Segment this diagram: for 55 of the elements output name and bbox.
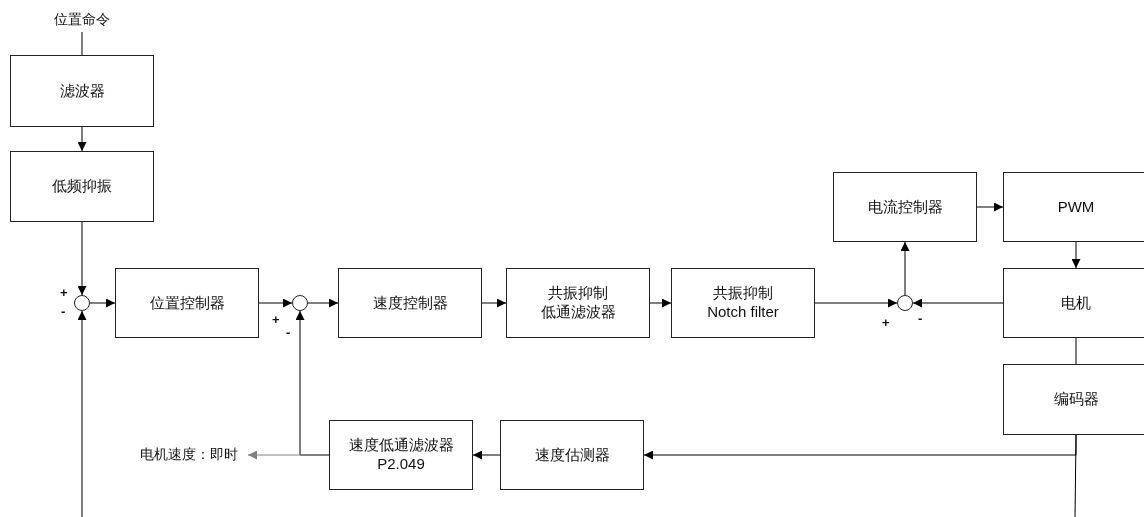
- box-label: 电机: [1061, 293, 1091, 313]
- sign-label: +: [882, 316, 890, 329]
- block-box: [10, 55, 154, 127]
- arrow: [307, 298, 339, 308]
- summing-junction: [292, 295, 308, 311]
- box-label: 共振抑制: [713, 284, 773, 303]
- signal-label: 位置命令: [54, 11, 110, 29]
- block-box: [506, 268, 650, 338]
- box-label: 速度估测器: [534, 445, 610, 465]
- block-box: [338, 268, 482, 338]
- signal-label: 电机速度：即时: [140, 446, 238, 464]
- summing-junction: [897, 295, 913, 311]
- block-box: [115, 268, 259, 338]
- block-box: [500, 420, 644, 490]
- box-label: Notch filter: [707, 303, 779, 322]
- sign-label: +: [60, 286, 68, 299]
- block-box: [1003, 172, 1144, 242]
- box-label: 速度低通滤波器: [348, 436, 454, 455]
- box-label: P2.049: [377, 455, 425, 474]
- arrow: [1071, 241, 1081, 269]
- box-label: 位置控制器: [149, 293, 225, 313]
- block-box: [329, 420, 473, 490]
- arrow: [258, 298, 293, 308]
- box-label: 共振抑制: [548, 284, 608, 303]
- arrow: [89, 298, 116, 308]
- box-label: 编码器: [1053, 390, 1099, 409]
- block-box: [10, 151, 154, 222]
- arrow: [472, 450, 501, 460]
- block-box: [833, 172, 977, 242]
- box-label: 速度控制器: [372, 293, 448, 313]
- box-label: 低通滤波器: [540, 303, 616, 322]
- connector-line: [1074, 434, 1077, 517]
- block-box: [1003, 364, 1144, 435]
- box-label: PWM: [1057, 197, 1095, 217]
- summing-junction: [74, 295, 90, 311]
- sign-label: -: [918, 312, 923, 325]
- arrow: [649, 298, 672, 308]
- arrow: [912, 298, 1004, 308]
- box-label: 滤波器: [59, 81, 105, 101]
- block-box: [1003, 268, 1144, 338]
- arrow: [77, 310, 87, 517]
- box-label: 低频抑振: [52, 177, 112, 196]
- arrow: [976, 202, 1004, 212]
- sign-label: -: [61, 305, 66, 318]
- sign-label: -: [286, 326, 291, 339]
- sign-label: +: [272, 313, 280, 326]
- block-box: [671, 268, 815, 338]
- arrow: [77, 221, 87, 296]
- arrow: [814, 298, 898, 308]
- arrow: [900, 241, 910, 296]
- box-label: 电流控制器: [867, 197, 943, 217]
- connector-line: [81, 31, 83, 56]
- connector-line: [1075, 337, 1077, 365]
- arrow: [77, 126, 87, 152]
- arrow: [481, 298, 507, 308]
